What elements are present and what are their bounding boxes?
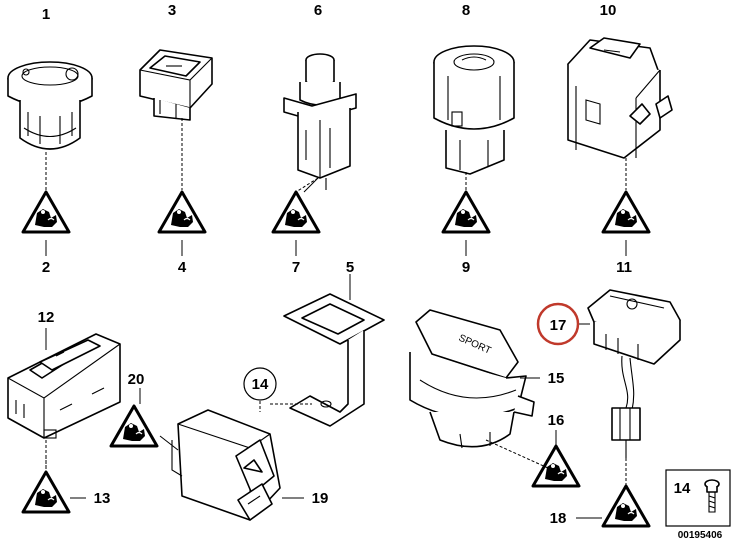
part-label-1: 1 (42, 6, 50, 23)
part-7-plunger-switch (283, 53, 357, 190)
part-label-18: 18 (550, 510, 567, 527)
part-label-3: 3 (168, 2, 176, 19)
drawing-number: 00195406 (678, 530, 723, 541)
warning-icon-2 (21, 190, 71, 234)
part-label-20: 20 (128, 371, 145, 388)
part-label-15: 15 (548, 370, 565, 387)
warning-icon-18 (601, 484, 651, 528)
warning-icon-20 (109, 404, 159, 448)
part-label-16: 16 (548, 412, 565, 429)
part-label-8: 8 (462, 2, 470, 19)
inset-screw-box: 14 (665, 469, 731, 527)
part-4-rocker-switch (139, 49, 213, 121)
warning-icon-16 (531, 444, 581, 488)
part-label-14: 14 (252, 376, 269, 393)
part-5-bracket (283, 293, 385, 427)
part-13-panel-switch (7, 333, 121, 439)
part-9-round-switch (433, 45, 515, 175)
part-15-sport-switch: SPORT (409, 309, 535, 449)
part-label-5: 5 (346, 259, 354, 276)
warning-icon-13 (21, 470, 71, 514)
inset-part-number: 14 (674, 480, 691, 497)
warning-icon-4 (157, 190, 207, 234)
part-label-4: 4 (178, 259, 187, 276)
part-17-highlight-circle (536, 302, 580, 346)
part-label-9: 9 (462, 259, 470, 276)
part-label-7: 7 (292, 259, 300, 276)
part-11-push-switch (567, 37, 673, 159)
part-label-11: 11 (616, 259, 632, 276)
part-label-10: 10 (600, 2, 617, 19)
part-14-circle (243, 367, 277, 401)
warning-icon-7 (271, 190, 321, 234)
part-2-rotary-switch (7, 61, 93, 150)
part-label-17: 17 (550, 317, 567, 334)
part-label-19: 19 (312, 490, 329, 507)
part-19-hazard-switch (171, 409, 281, 521)
warning-icon-9 (441, 190, 491, 234)
part-17-switch-harness (587, 289, 681, 458)
part-label-2: 2 (42, 259, 50, 276)
part-label-12: 12 (38, 309, 55, 326)
part-label-13: 13 (94, 490, 111, 507)
warning-icon-11 (601, 190, 651, 234)
part-label-6: 6 (314, 2, 322, 19)
